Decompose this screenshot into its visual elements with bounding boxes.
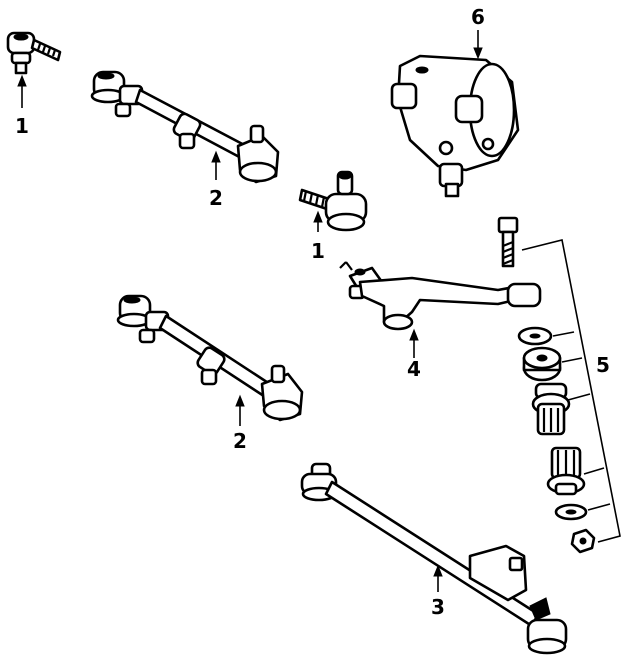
washer-part — [517, 326, 553, 346]
callout-2-upper: 2 — [209, 186, 223, 210]
nut-part — [570, 528, 596, 554]
center-link-part — [300, 462, 568, 655]
tie-rod-assembly-part-lower — [116, 294, 304, 422]
spacer-part — [522, 346, 562, 382]
callout-6: 6 — [471, 5, 485, 29]
bolt-part — [497, 216, 519, 268]
callout-1-top: 1 — [15, 114, 29, 138]
bushing-upper-part — [531, 382, 571, 436]
steering-gear-part — [390, 54, 520, 198]
callout-5: 5 — [596, 353, 610, 377]
tie-rod-end-part-middle — [298, 170, 368, 232]
callout-2-lower: 2 — [233, 429, 247, 453]
callout-3: 3 — [431, 595, 445, 619]
lower-washer-part — [554, 503, 588, 521]
callout-4: 4 — [407, 357, 421, 381]
idler-arm-part — [339, 261, 542, 331]
bushing-lower-part — [546, 446, 586, 496]
tie-rod-assembly-part-upper — [90, 70, 280, 184]
callout-1-middle: 1 — [311, 239, 325, 263]
bracket-leader-5 — [521, 239, 621, 543]
tie-rod-end-part-top — [6, 31, 62, 75]
